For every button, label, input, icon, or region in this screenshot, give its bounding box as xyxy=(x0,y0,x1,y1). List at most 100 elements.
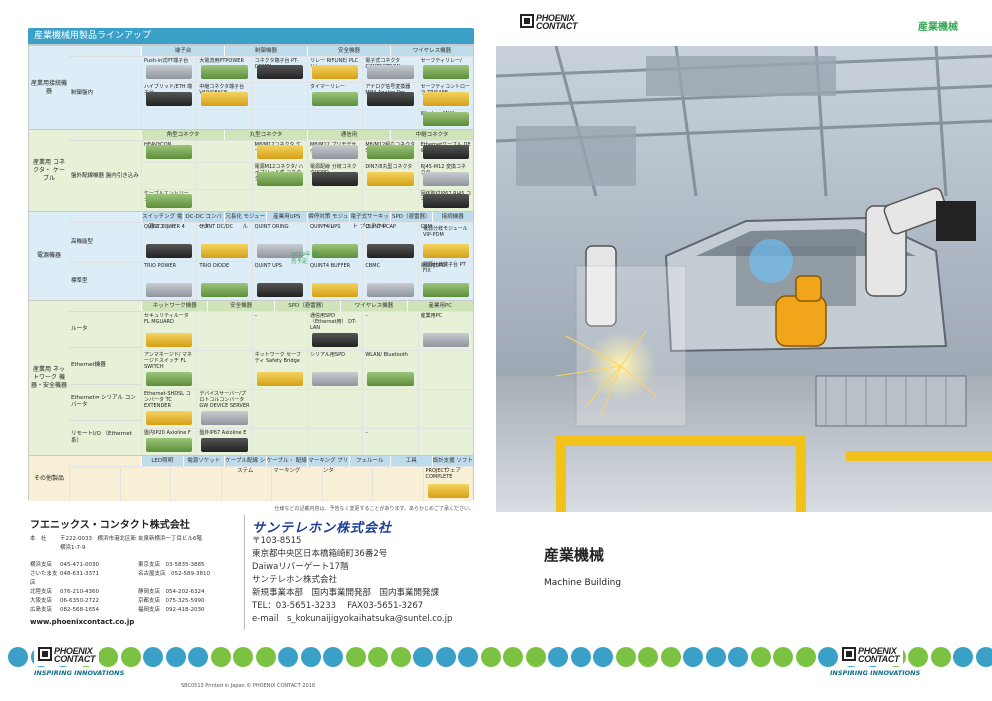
product-image xyxy=(311,372,359,386)
product-cell xyxy=(417,389,473,428)
product-cell: QUINT ORING xyxy=(251,222,307,261)
product-cell: セキュリティルータ FL MGUARD xyxy=(141,311,197,350)
product-cell: Push-in式PT端子台 xyxy=(141,56,197,83)
logo-mark-icon xyxy=(842,647,856,661)
decor-dot xyxy=(278,647,298,667)
column-header: スイッチング 電源ユニット xyxy=(141,212,183,230)
product-image xyxy=(422,333,469,347)
office-field: 友泉新横浜一丁目ビル6階 xyxy=(138,536,203,542)
product-image xyxy=(422,172,469,187)
lineup-title: 産業機械用製品ラインアップ xyxy=(28,28,474,44)
product-cell: QUINT4 UPS xyxy=(306,222,363,261)
dot-band xyxy=(0,643,992,671)
section-sub-label: 標準型 xyxy=(69,261,141,302)
product-cell: 産業用PC xyxy=(417,311,473,350)
product-image xyxy=(256,372,303,386)
section-label: その他製品 xyxy=(33,474,64,482)
product-image xyxy=(311,244,359,258)
decor-dot xyxy=(255,647,276,667)
decor-dot xyxy=(300,647,321,667)
product-cell xyxy=(196,140,252,162)
product-cell: – xyxy=(362,428,418,455)
column-header: ケーブル・ 配線マーキング xyxy=(265,456,307,474)
product-image xyxy=(146,194,193,208)
office-field: 〒222-0033 横浜市港北区新横浜1-7-9 xyxy=(60,536,136,551)
office-field: 東京支店 03-5835-3885 xyxy=(138,562,205,568)
decor-dot xyxy=(525,647,546,667)
header-title: 産業機械 xyxy=(918,22,958,33)
office-field: 京都支店 075-325-5990 xyxy=(138,598,205,604)
product-image xyxy=(422,144,469,159)
product-image xyxy=(146,411,193,425)
product-name: QUINT4 UPS xyxy=(309,224,341,230)
product-cell xyxy=(251,108,307,129)
column-header: 安全機器 xyxy=(307,46,390,56)
product-image xyxy=(422,65,469,80)
column-header: 設計支援 ソフトウェア xyxy=(431,456,473,474)
tagline-right: INSPIRING INNOVATIONS xyxy=(830,669,921,677)
column-header: 安全機器 xyxy=(207,301,274,311)
product-name: 大電流用PTPOWER xyxy=(199,58,244,64)
column-header: 瞬停対策 モジュール xyxy=(307,212,349,230)
product-cell: QUINT POWER 4 xyxy=(141,222,197,261)
office-field: 06-6350-2722 xyxy=(60,598,99,604)
product-image xyxy=(146,91,193,106)
product-cell: Ethernet-SHDSL コンバータ TC EXTENDER xyxy=(141,389,197,428)
decor-dot xyxy=(210,647,231,667)
decor-dot xyxy=(390,647,411,667)
product-image xyxy=(422,112,469,126)
extra-product: 電源分岐モジュール VIP-PDM xyxy=(423,226,468,238)
product-cell: QUINT4 BUFFER xyxy=(306,261,363,300)
section-sub-label: 盤外配線機器 盤内引き込み xyxy=(69,140,141,212)
product-cell xyxy=(251,428,307,455)
product-cell: シリアル用SPD xyxy=(306,350,363,389)
product-cell xyxy=(372,466,423,501)
product-cells: セキュリティルータ FL MGUARD–通信用SPD（Ethernet用） DT… xyxy=(141,311,473,455)
product-cell: Ethernetケーブル DE & RJ45 xyxy=(417,140,473,162)
product-cell: タイマーリレー xyxy=(306,82,363,109)
product-cell xyxy=(170,466,221,501)
product-image xyxy=(311,65,359,80)
product-cell xyxy=(321,466,372,501)
dealer-line: e-mail s_kokunaijigyokaihatsuka@suntel.c… xyxy=(252,614,453,624)
product-cell: 電源M12コネクタ/ ハイブリッド式 コネクタ xyxy=(251,161,307,190)
product-image xyxy=(367,91,414,106)
decor-dot xyxy=(953,647,973,667)
logo-text-1: PHOENIX xyxy=(54,646,93,656)
product-cell xyxy=(306,428,363,455)
product-cell: Wireless MUX xyxy=(417,108,473,129)
product-image xyxy=(201,65,248,80)
office-field: 静岡支店 054-202-6324 xyxy=(138,589,205,595)
website-link[interactable]: www.phoenixcontact.co.jp xyxy=(30,618,135,626)
product-cell: ケーブルエントリー システム CES xyxy=(141,189,197,211)
product-cell: デバイスサーバー/プロトコルコンバータ GW DEVICE SERVER xyxy=(196,389,252,428)
office-field: 名古屋支店 052-589-3810 xyxy=(138,571,210,577)
column-header: 電源ソケット xyxy=(182,456,224,466)
product-image xyxy=(146,144,193,159)
office-field: 広島支店 xyxy=(30,607,53,613)
column-header: ワイヤレス機器 xyxy=(340,301,407,311)
product-image xyxy=(367,65,414,80)
decor-dot xyxy=(165,647,186,667)
logo-text-1: PHOENIX xyxy=(536,13,575,23)
decor-dot xyxy=(593,647,613,667)
decor-dot xyxy=(773,647,793,667)
product-name: ネットワーク セーフティ Safety Bridge xyxy=(254,352,301,364)
section-sub-label: リモートI/O （Ethernet系） xyxy=(69,419,141,456)
release-note: 2019年 発売予定 xyxy=(291,252,318,265)
product-image xyxy=(146,283,193,297)
product-image xyxy=(201,411,248,425)
product-cell: – xyxy=(362,311,418,350)
dealer-name: サンテレホン株式会社 xyxy=(252,521,393,536)
product-cell xyxy=(196,161,252,190)
product-cell: PROJECT COMPLETE xyxy=(422,466,473,501)
column-header: 冗長化 モジュール xyxy=(224,212,266,230)
column-header: ケーブル配線 システム xyxy=(224,456,266,474)
product-name: PROJECT COMPLETE xyxy=(425,468,453,480)
